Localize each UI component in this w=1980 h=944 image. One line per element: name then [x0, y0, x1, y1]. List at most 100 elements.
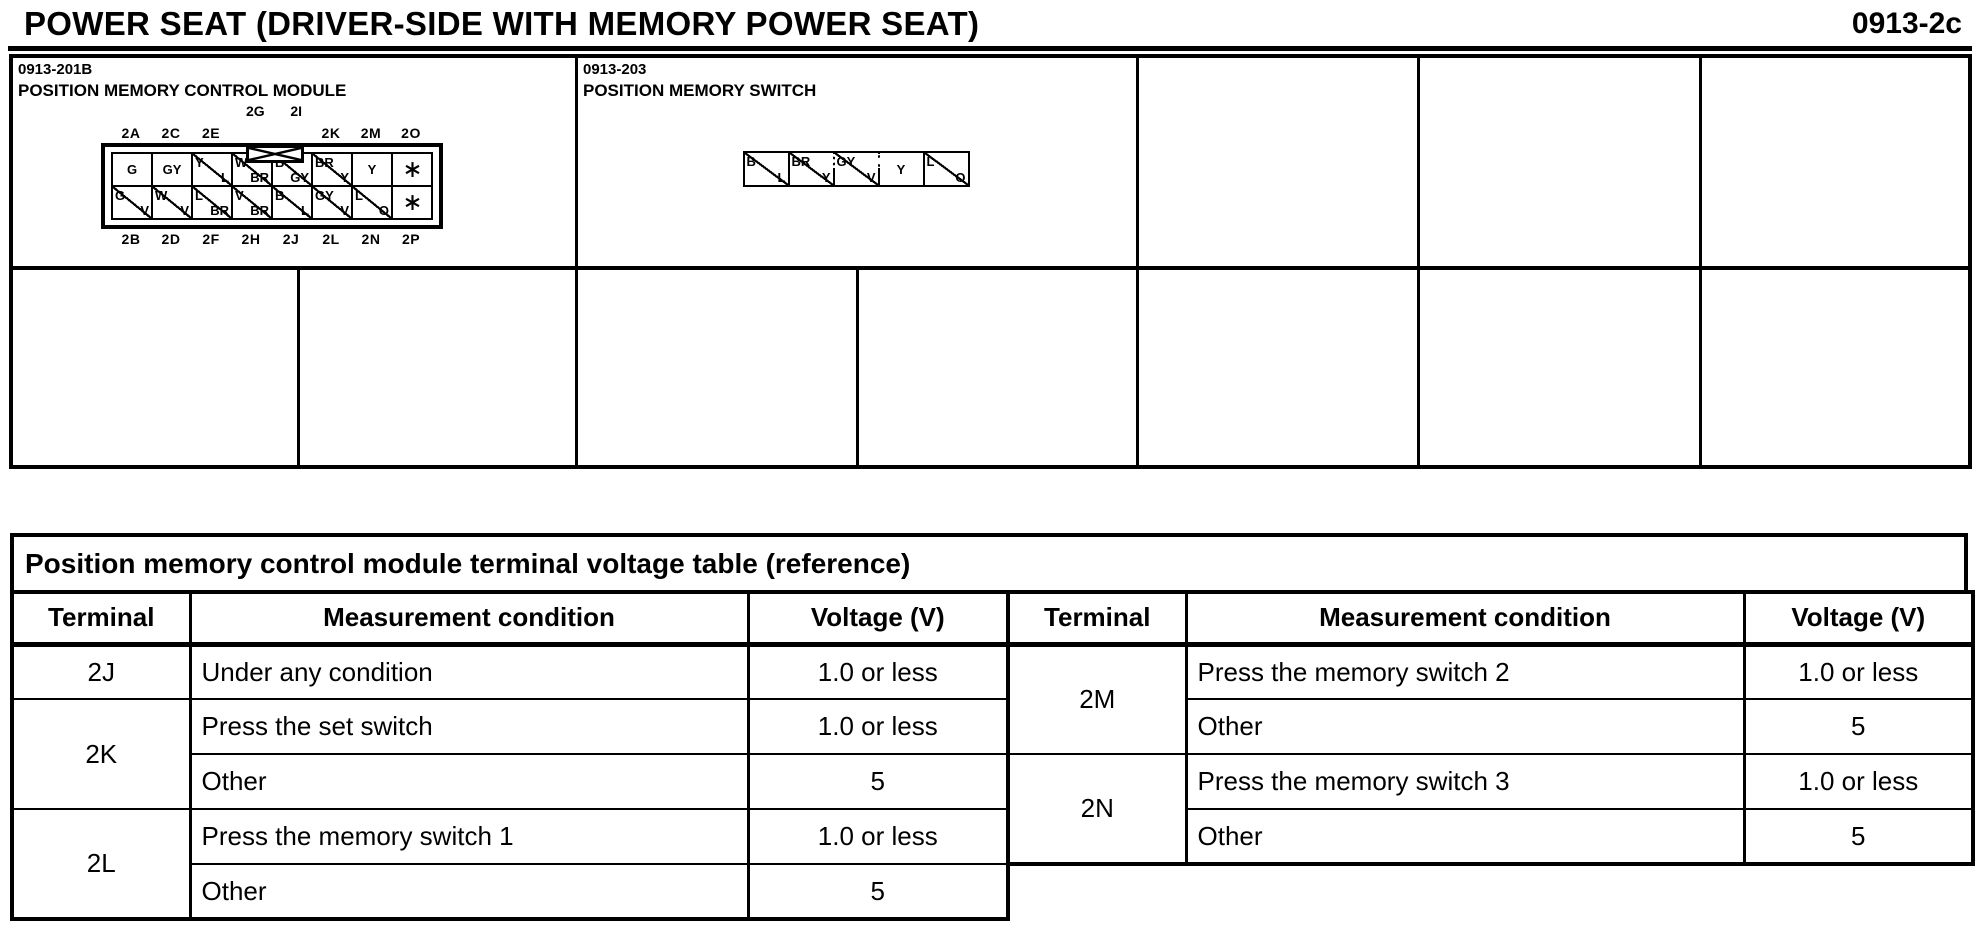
wire-color-sub: V — [866, 170, 876, 186]
pin-label-2d: 2D — [161, 231, 181, 248]
pin-label-2g: 2G — [246, 103, 265, 120]
table-row: 2J Under any condition 1.0 or less — [10, 643, 1010, 700]
pin-label-2j: 2J — [282, 231, 300, 248]
voltage-cell: 5 — [1742, 698, 1975, 755]
figure-cell-empty — [1139, 58, 1420, 266]
voltage-cell: 5 — [746, 753, 1010, 810]
figure-cell-empty — [1702, 270, 1968, 465]
voltage-cell: 1.0 or less — [746, 643, 1010, 700]
condition-cell: Under any condition — [188, 643, 750, 700]
wire-color: GY — [162, 162, 182, 178]
wire-color-main: BR — [315, 155, 334, 171]
pin-label-2n: 2N — [361, 231, 381, 248]
condition-cell: Other — [188, 753, 750, 810]
table-row: Other 5 — [12, 863, 1010, 920]
figure-cell-empty — [1702, 58, 1968, 266]
figure-cell-empty — [1139, 270, 1420, 465]
wire-color-sub: BR — [250, 203, 269, 219]
figure-cell-empty — [578, 270, 859, 465]
wire-color-sub: Y — [340, 170, 349, 186]
wire-color: Y — [896, 161, 906, 177]
pin-label-2e: 2E — [201, 125, 221, 142]
table-row: 2M Press the memory switch 2 1.0 or less — [1006, 643, 1975, 755]
table-row: 2N Press the memory switch 3 1.0 or less — [1006, 753, 1975, 865]
col-header-condition: Measurement condition — [1184, 590, 1746, 647]
table-row: Other 5 — [1008, 698, 1975, 755]
pin-label-2p: 2P — [401, 231, 421, 248]
wire-color-main: V — [235, 188, 244, 204]
wire-color-main: B — [275, 188, 285, 204]
figure-row-2 — [13, 270, 1968, 465]
voltage-table-section: Position memory control module terminal … — [10, 533, 1975, 921]
wire-color: G — [126, 162, 138, 178]
pin-label-2f: 2F — [202, 231, 220, 248]
voltage-cell: 1.0 or less — [746, 698, 1010, 755]
wire-color-sub: BR — [250, 170, 269, 186]
wire-color-sub: L — [777, 170, 786, 186]
wire-color-main: W — [235, 155, 248, 171]
connector-name: POSITION MEMORY CONTROL MODULE — [18, 80, 347, 100]
pin-2h: V BR — [233, 187, 271, 219]
wire-color-sub: BR — [210, 203, 229, 219]
figure-cell-empty — [1420, 270, 1702, 465]
pin-2m: Y — [353, 154, 391, 186]
pin-2a: G — [113, 154, 151, 186]
condition-cell: Press the memory switch 3 — [1184, 753, 1746, 810]
figure-cell-empty — [300, 270, 578, 465]
bottom-pin-label-row: 2B 2D 2F 2H 2J 2L 2N 2P — [111, 229, 431, 249]
wire-color-main: GY — [315, 188, 334, 204]
wire-color-main: Y — [195, 155, 204, 171]
pin-label-2i: 2I — [290, 103, 302, 120]
connector-id: 0913-201B — [18, 61, 93, 78]
condition-cell: Press the set switch — [188, 698, 750, 755]
wire-color-main: L — [355, 188, 363, 204]
table-row: Other 5 — [12, 753, 1010, 810]
wire-color-sub: GY — [290, 170, 309, 186]
pin-2p — [393, 187, 431, 219]
figure-cell-empty — [859, 270, 1139, 465]
header-row: Terminal Measurement condition Voltage (… — [10, 590, 1010, 647]
connector-figure-table: 0913-201B POSITION MEMORY CONTROL MODULE… — [9, 54, 1972, 469]
wire-color-sub: L — [301, 203, 309, 219]
condition-cell: Press the memory switch 1 — [188, 808, 750, 865]
figure-cell-control-module: 0913-201B POSITION MEMORY CONTROL MODULE… — [13, 58, 578, 266]
wire-color-sub: V — [140, 203, 149, 219]
figure-row-1: 0913-201B POSITION MEMORY CONTROL MODULE… — [13, 58, 1968, 270]
col-header-terminal: Terminal — [10, 590, 192, 647]
wire-color-sub: O — [378, 203, 389, 219]
terminal-cell: 2M — [1006, 643, 1188, 755]
header-row: Terminal Measurement condition Voltage (… — [1006, 590, 1975, 647]
pin-labels-above-crossbox: 2G 2I — [101, 103, 451, 123]
wire-color-sub: L — [221, 170, 229, 186]
page-header: POWER SEAT (DRIVER-SIDE WITH MEMORY POWE… — [0, 0, 1980, 51]
wire-color-main: W — [155, 188, 168, 204]
condition-cell: Other — [188, 863, 750, 920]
pin-2k: BR Y — [313, 154, 351, 186]
figure-cell-empty — [1420, 58, 1702, 266]
wire-color-main: B — [746, 154, 756, 170]
wire-color-sub: V — [180, 203, 189, 219]
control-module-connector-diagram: 2G 2I 2A 2C 2E 2K 2M 2O — [101, 103, 451, 249]
voltage-cell: 5 — [746, 863, 1010, 920]
col-header-condition: Measurement condition — [188, 590, 750, 647]
switch-pin-4: Y — [879, 153, 923, 186]
wire-color: Y — [367, 162, 377, 178]
pin-label-2a: 2A — [121, 125, 141, 142]
crossed-box-icon — [246, 145, 304, 164]
condition-cell: Other — [1184, 698, 1746, 755]
title-rule-divider — [8, 46, 1972, 51]
asterisk-icon — [404, 195, 420, 211]
wire-color-main: GY — [836, 154, 856, 170]
pin-2c: GY — [153, 154, 191, 186]
voltage-table-right: Terminal Measurement condition Voltage (… — [1006, 590, 1975, 866]
